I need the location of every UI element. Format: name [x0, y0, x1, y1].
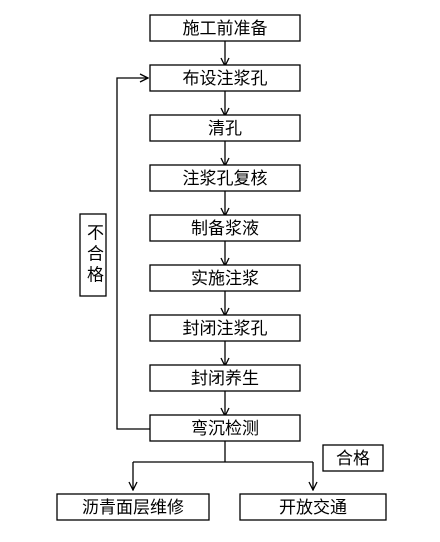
step-box-7: [149, 314, 301, 342]
feedback-loop: [116, 78, 150, 430]
step-box-6: [149, 264, 301, 292]
step-label-8: 封闭养生: [191, 369, 259, 389]
step-9: 弯沉检测: [149, 414, 301, 442]
outcome-right: 开放交通: [239, 493, 387, 521]
step-label-6: 实施注浆: [191, 269, 259, 289]
step-boxes: 施工前准备 布设注浆孔 清孔 注浆孔复核 制备浆液 实施注浆 封闭注浆孔 封闭: [149, 14, 301, 442]
step-label-2: 布设注浆孔: [183, 69, 268, 89]
step-label-3: 清孔: [208, 119, 242, 139]
step-1: 施工前准备: [149, 14, 301, 42]
step-2: 布设注浆孔: [149, 64, 301, 92]
outcome-branch: [133, 441, 313, 490]
outcome-right-box: [239, 493, 387, 521]
step-label-4: 注浆孔复核: [183, 169, 268, 189]
fail-label-box: [79, 213, 107, 297]
step-box-9: [149, 414, 301, 442]
step-box-4: [149, 164, 301, 192]
outcome-right-label: 开放交通: [279, 498, 347, 518]
fail-label-text: 不合格: [83, 224, 104, 287]
pass-label-box: [322, 444, 384, 472]
step-label-7: 封闭注浆孔: [183, 319, 268, 339]
step-5: 制备浆液: [149, 214, 301, 242]
fail-label: 不合格: [79, 213, 107, 297]
outcome-left: 沥青面层维修: [56, 493, 210, 521]
outcome-left-box: [56, 493, 210, 521]
step-6: 实施注浆: [149, 264, 301, 292]
step-box-1: [149, 14, 301, 42]
step-box-2: [149, 64, 301, 92]
feedback-loop-line: [116, 78, 150, 430]
step-8: 封闭养生: [149, 364, 301, 392]
step-label-5: 制备浆液: [191, 219, 259, 239]
step-box-8: [149, 364, 301, 392]
step-3: 清孔: [149, 114, 301, 142]
pass-label-text: 合格: [336, 449, 370, 469]
pass-label: 合格: [322, 444, 384, 472]
step-7: 封闭注浆孔: [149, 314, 301, 342]
step-label-1: 施工前准备: [183, 19, 268, 39]
step-box-3: [149, 114, 301, 142]
step-box-5: [149, 214, 301, 242]
outcome-left-label: 沥青面层维修: [82, 498, 184, 518]
step-label-9: 弯沉检测: [191, 419, 259, 439]
step-4: 注浆孔复核: [149, 164, 301, 192]
